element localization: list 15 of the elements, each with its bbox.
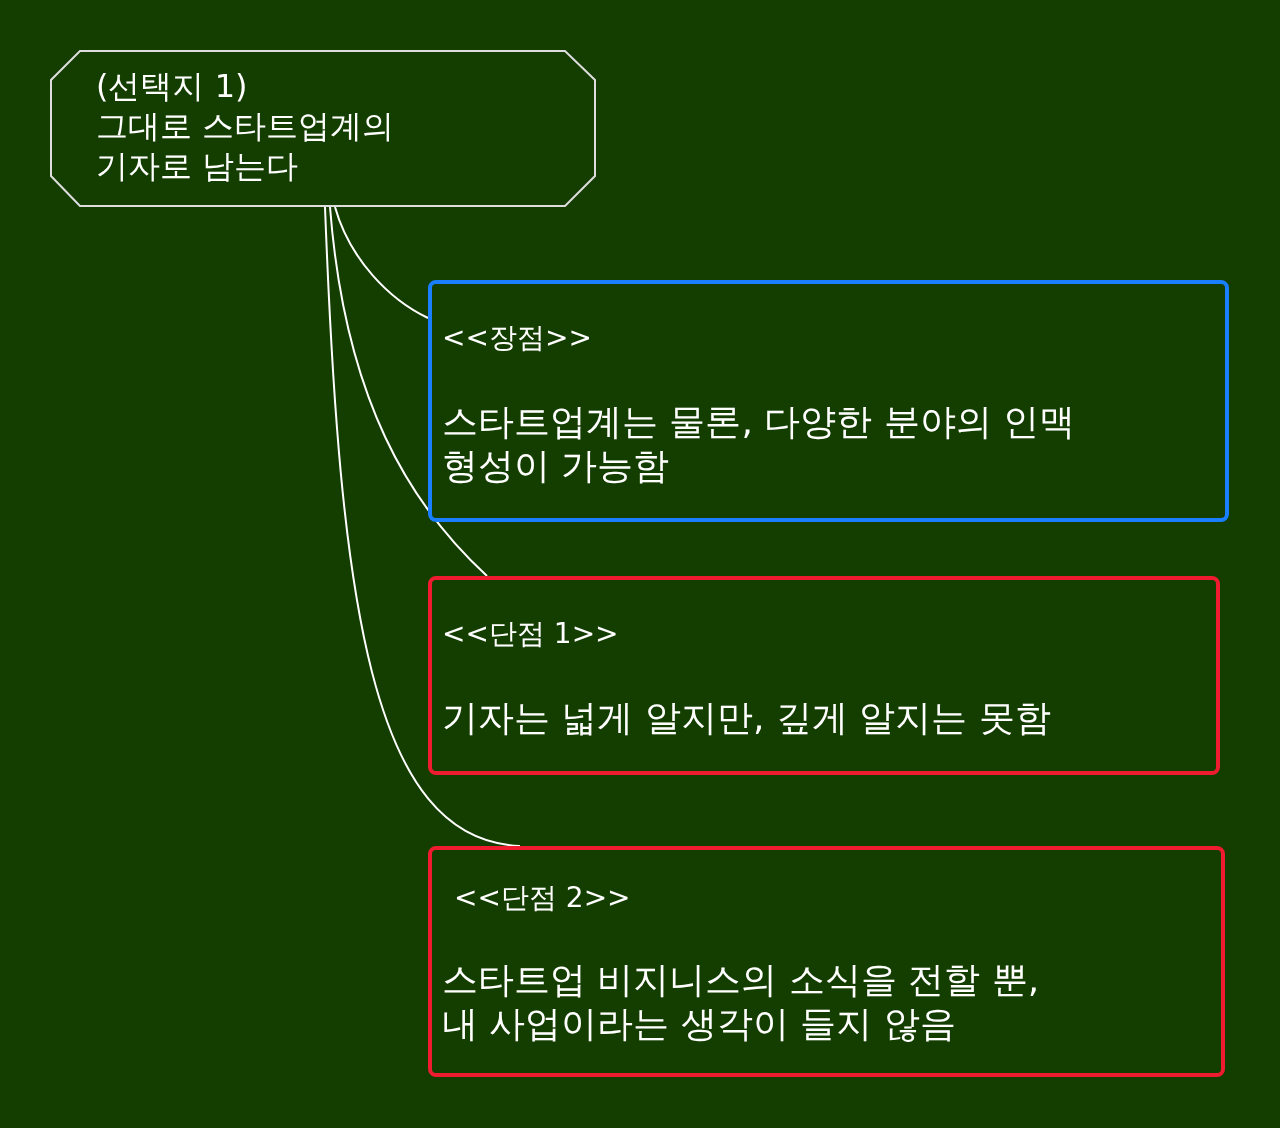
choice-box	[50, 50, 596, 207]
box-body: 기자는 넓게 알지만, 깊게 알지는 못함	[442, 696, 1052, 740]
box-heading: <<장점>>	[442, 320, 593, 356]
box-heading: <<단점 2>>	[454, 880, 632, 916]
box-heading: <<단점 1>>	[442, 616, 620, 652]
cons-box	[428, 576, 1220, 775]
connector-line	[334, 206, 429, 319]
cons-box	[428, 846, 1225, 1077]
connector-line	[329, 206, 488, 577]
pros-box	[428, 280, 1229, 522]
connector-line	[324, 206, 521, 847]
option-title: 그대로 스타트업계의 기자로 남는다	[96, 106, 396, 186]
box-body: 스타트업 비지니스의 소식을 전할 뿐, 내 사업이라는 생각이 들지 않음	[442, 958, 1041, 1046]
box-body: 스타트업계는 물론, 다양한 분야의 인맥 형성이 가능함	[442, 400, 1077, 488]
option-label: (선택지 1)	[96, 66, 249, 106]
